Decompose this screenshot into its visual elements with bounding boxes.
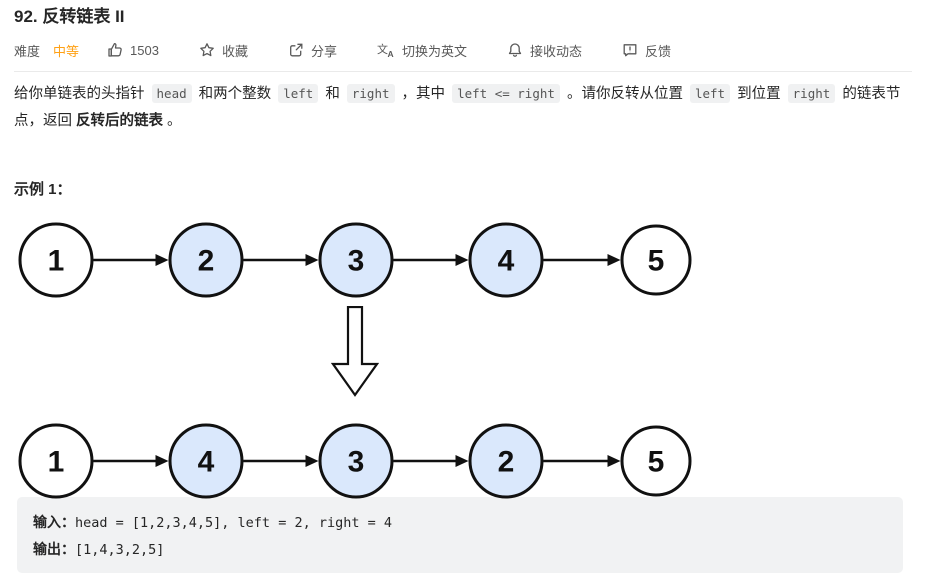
desc-text: 的链表节点，返回 [14,86,901,129]
example-input-line: 输入：head = [1,2,3,4,5], left = 2, right =… [33,509,887,536]
feedback-label: 反馈 [645,43,672,59]
list-node [318,423,394,499]
list-arrowhead [455,254,469,266]
inline-code: head [151,84,192,103]
star-icon [199,42,215,58]
list-node-value: 4 [198,446,215,479]
desc-text: 到位置 [733,86,785,102]
list-node-value: 2 [198,245,215,278]
example-output-line: 输出：[1,4,3,2,5] [33,536,887,563]
list-node-value: 3 [348,446,365,479]
list-arrowhead [305,455,319,467]
like-button[interactable]: 1503 [107,42,159,58]
inline-code: right [787,84,836,103]
input-label: 输入： [33,514,75,530]
difficulty: 难度 中等 [14,41,79,60]
difficulty-badge: 中等 [53,43,80,59]
favorite-button[interactable]: 收藏 [199,41,248,60]
desc-text: ，其中 [397,86,450,102]
toolbar: 难度 中等 1503 收藏 [14,39,671,61]
svg-text:A: A [387,49,393,58]
linked-list-after: 1 4 3 2 5 [18,423,692,499]
list-node-value: 5 [648,245,665,278]
share-button[interactable]: 分享 [288,41,337,60]
subscribe-button[interactable]: 接收动态 [507,41,582,60]
translate-label: 切换为英文 [401,43,467,59]
list-arrowhead [155,254,169,266]
feedback-icon [622,42,638,58]
desc-text: 和两个整数 [194,86,276,102]
list-node [168,423,244,499]
page-title: 92. 反转链表 II [14,7,125,26]
inline-code: left <= right [452,84,560,103]
list-node-value: 3 [348,245,365,278]
desc-text: 。 [163,113,182,129]
list-node [620,224,692,296]
inline-code: right [346,84,395,103]
share-icon [288,42,304,58]
list-node [168,222,244,298]
subscribe-label: 接收动态 [530,43,583,59]
translate-icon: 文 A [377,42,395,58]
example-io-block: 输入：head = [1,2,3,4,5], left = 2, right =… [17,497,903,573]
list-arrowhead [607,254,621,266]
problem-description: 给你单链表的头指针 head 和两个整数 left 和 right ，其中 le… [14,80,920,135]
thumbs-up-icon [107,42,123,58]
list-arrowhead [305,254,319,266]
desc-text: 给你单链表的头指针 [14,86,149,102]
list-node [468,222,544,298]
translate-button[interactable]: 文 A 切换为英文 [377,41,467,60]
list-node-value: 1 [48,446,65,479]
list-node [318,222,394,298]
list-node-value: 5 [648,446,665,479]
list-node-value: 1 [48,245,65,278]
bold-text: 反转后的链表 [76,113,164,129]
feedback-button[interactable]: 反馈 [622,41,671,60]
desc-text: 。请你反转从位置 [562,86,687,102]
inline-code: left [278,84,319,103]
like-count: 1503 [130,42,159,58]
desc-text: 和 [321,86,344,102]
linked-list-before: 1 2 3 4 5 [18,222,692,298]
input-code: head = [1,2,3,4,5], left = 2, right = 4 [75,515,392,531]
bell-icon [507,42,523,58]
list-arrowhead [455,455,469,467]
list-arrowhead [155,455,169,467]
list-node [18,222,94,298]
divider [14,71,912,72]
list-node-value: 4 [498,245,515,278]
list-node-value: 2 [498,446,515,479]
output-label: 输出： [33,541,75,557]
example-label: 示例 1： [14,181,72,198]
output-code: [1,4,3,2,5] [75,542,165,558]
svg-text:文: 文 [377,42,388,56]
list-node [18,423,94,499]
favorite-label: 收藏 [221,43,248,59]
list-node [620,425,692,497]
down-arrow-icon [331,306,379,397]
list-node [468,423,544,499]
inline-code: left [689,84,731,103]
list-arrowhead [607,455,621,467]
difficulty-label: 难度 [14,43,41,59]
share-label: 分享 [310,43,337,59]
